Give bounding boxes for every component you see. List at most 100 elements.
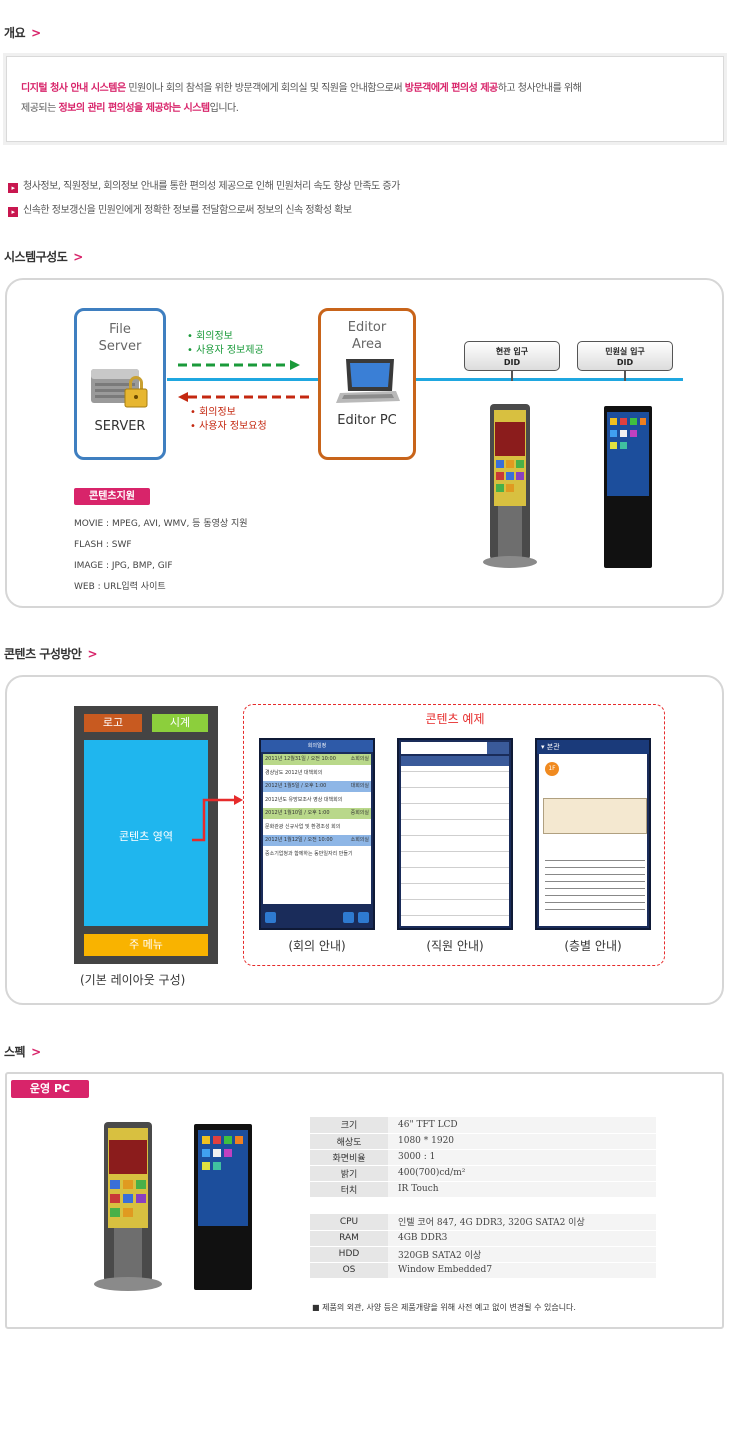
did-connector <box>624 371 626 381</box>
chevron-right-icon: > <box>31 1045 41 1059</box>
chevron-right-icon: > <box>87 647 98 661</box>
spec-value: 3000 : 1 <box>388 1149 656 1166</box>
meeting-row: 2012년 1월10일 / 오후 1:00 중회의실 <box>263 808 371 819</box>
provide-info-text: • 회의정보 • 사용자 정보제공 <box>187 330 264 358</box>
floor-directory <box>545 854 645 914</box>
did-label-line: 민원실 입구 <box>605 347 645 356</box>
meeting-title: 문화관광 신규사업 및 환경조성 회의 <box>265 824 341 830</box>
editor-pc-label: Editor PC <box>337 413 397 428</box>
support-item: FLASH : SWF <box>74 540 132 550</box>
bullet-arrow-icon: ▸ <box>8 207 18 217</box>
spec-value: 인텔 코어 847, 4G DDR3, 320G SATA2 이상 <box>388 1214 656 1231</box>
floor-map: 1F <box>539 754 647 926</box>
editor-area-label-line: Area <box>352 337 382 352</box>
spec-key: 해상도 <box>310 1133 388 1150</box>
floor-badge: 1F <box>545 762 559 776</box>
meeting-date: 2011년 12월31일 / 오전 10:00 <box>265 756 336 762</box>
meeting-guide-caption: (회의 안내) <box>288 939 346 953</box>
support-item: IMAGE : JPG, BMP, GIF <box>74 561 173 571</box>
meeting-room: 소회의실 <box>350 756 369 762</box>
spec-key: 밝기 <box>310 1165 388 1182</box>
spec-key: 터치 <box>310 1181 388 1198</box>
next-arrow-icon[interactable] <box>358 912 369 923</box>
request-info-text: • 회의정보 • 사용자 정보요청 <box>190 406 267 434</box>
request-info-line: • 회의정보 <box>190 407 236 418</box>
section-title-text: 콘텐츠 구성방안 <box>4 647 82 661</box>
chevron-right-icon: > <box>73 250 83 264</box>
spec-value: IR Touch <box>388 1181 656 1198</box>
benefit-text: 신속한 정보갱신을 민원인에게 정확한 정보를 전달함으로써 정보의 신속 정확… <box>23 205 352 216</box>
section-title-contents: 콘텐츠 구성방안 > <box>4 645 98 662</box>
kiosk-stand-icon <box>94 1122 162 1291</box>
layout-clock: 시계 <box>152 714 208 732</box>
benefit-item: ▸ 청사정보, 직원정보, 회의정보 안내를 통한 편의성 제공으로 인해 민원처… <box>8 177 400 193</box>
spec-value: 400(700)cd/m² <box>388 1165 656 1182</box>
section-title-overview: 개요> <box>4 24 41 41</box>
meeting-row: 2012년 1월5일 / 오후 1:00 대회의실 <box>263 781 371 792</box>
meeting-title: 경상남도 2012년 대책회의 <box>265 770 323 776</box>
search-button[interactable] <box>487 742 509 754</box>
floor-guide-screen: ▾ 본관 1F <box>535 738 651 930</box>
floor-guide-caption: (층별 안내) <box>564 939 622 953</box>
meeting-guide-screen: 회의일정 2011년 12월31일 / 오전 10:00 소회의실 경상남도 2… <box>259 738 375 930</box>
layout-content-area: 콘텐츠 영역 <box>84 740 208 926</box>
meeting-date: 2012년 1월5일 / 오후 1:00 <box>265 783 327 789</box>
laptop-icon <box>336 359 400 403</box>
floor-plan-image <box>543 798 647 834</box>
section-title-text: 시스템구성도 <box>4 250 68 264</box>
spec-key: HDD <box>310 1246 388 1263</box>
kiosk-black-icon <box>604 406 652 568</box>
file-server-box: File Server SERVER <box>74 308 166 460</box>
content-examples-box <box>243 704 665 966</box>
did-label-line: DID <box>503 358 521 367</box>
chevron-right-icon: > <box>31 26 41 40</box>
home-icon[interactable] <box>265 912 276 923</box>
overview-text-3: 제공되는 <box>21 103 59 114</box>
did-label-civil: 민원실 입구 DID <box>577 341 673 371</box>
red-arrow-icon <box>178 392 314 402</box>
meeting-screen-title: 회의일정 <box>261 740 373 752</box>
content-examples-title: 콘텐츠 예제 <box>425 712 485 726</box>
overview-box: 디지털 청사 안내 시스템은 민원이나 회의 참석을 위한 방문객에게 회의실 … <box>6 56 724 142</box>
support-item: MOVIE : MPEG, AVI, WMV, 등 동영상 지원 <box>74 519 248 529</box>
spec-value: 4GB DDR3 <box>388 1230 656 1247</box>
meeting-row: 2012년 1월12일 / 오전 10:00 소회의실 <box>263 835 371 846</box>
spec-key: OS <box>310 1262 388 1279</box>
staff-table <box>401 756 509 926</box>
spec-note: ■ 제품의 외관, 사양 등은 제품개량을 위해 사전 예고 없이 변경될 수 … <box>312 1303 576 1312</box>
spec-value: 46" TFT LCD <box>388 1117 656 1134</box>
overview-text: 디지털 청사 안내 시스템은 민원이나 회의 참석을 위한 방문객에게 회의실 … <box>21 79 711 119</box>
did-label-line: 현관 입구 <box>495 347 529 356</box>
meeting-list: 2011년 12월31일 / 오전 10:00 소회의실 경상남도 2012년 … <box>263 754 371 904</box>
file-server-label-line: File <box>109 322 131 337</box>
overview-highlight-2: 방문객에게 편의성 제공 <box>404 83 498 94</box>
bullet-arrow-icon: ▸ <box>8 183 18 193</box>
meeting-room: 중회의실 <box>350 810 369 816</box>
editor-area-label-line: Editor <box>347 320 387 335</box>
section-title-system: 시스템구성도 > <box>4 248 83 265</box>
prev-arrow-icon[interactable] <box>343 912 354 923</box>
basic-layout-caption: (기본 레이아웃 구성) <box>80 973 186 987</box>
overview-text-1: 민원이나 회의 참석을 위한 방문객에게 회의실 및 직원을 안내함으로써 <box>125 83 405 94</box>
operating-pc-badge: 운영 PC <box>11 1080 89 1098</box>
meeting-title: 2012년도 유망보조사 영상 대책회의 <box>265 797 343 803</box>
meeting-row: 2011년 12월31일 / 오전 10:00 소회의실 <box>263 754 371 765</box>
section-title-text: 스펙 <box>4 1045 26 1059</box>
spec-value: 1080 * 1920 <box>388 1133 656 1150</box>
benefit-text: 청사정보, 직원정보, 회의정보 안내를 통한 편의성 제공으로 인해 민원처리… <box>23 181 400 192</box>
provide-info-line: • 사용자 정보제공 <box>187 345 264 356</box>
editor-area-label: Editor Area <box>321 319 413 353</box>
meeting-date: 2012년 1월10일 / 오후 1:00 <box>265 810 330 816</box>
support-item: WEB : URL입력 사이트 <box>74 582 166 592</box>
benefit-item: ▸ 신속한 정보갱신을 민원인에게 정확한 정보를 전달함으로써 정보의 신속 정… <box>8 201 352 217</box>
staff-search-bar[interactable] <box>401 742 509 754</box>
meeting-title: 중소기업청과 함께하는 동반일자리 만들기 <box>265 851 353 857</box>
